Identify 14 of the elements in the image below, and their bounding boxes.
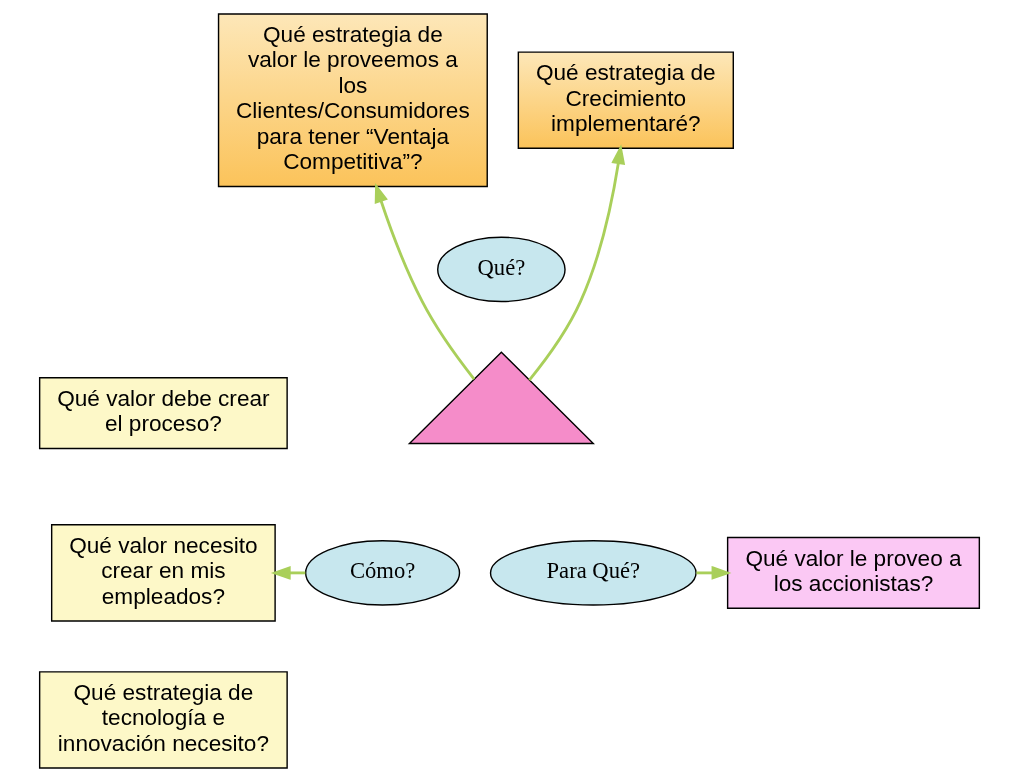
arrow [270, 565, 305, 580]
node-box: Qué valor debe crear el proceso? [38, 377, 288, 450]
node-ellipse: Qué? [436, 236, 566, 303]
node-box: Qué estrategia de Crecimiento implementaré? [517, 51, 734, 149]
node-ellipse: Cómo? [304, 540, 460, 606]
node-box: Qué estrategia de valor le proveemos a los Clientes/Consumidores para tener “Ventaja Competitiva”? [217, 13, 488, 188]
arrow [374, 182, 475, 380]
node-box: Qué valor le proveo a los accionistas? [726, 536, 980, 609]
arrow [527, 144, 625, 381]
node-box: Qué estrategia de tecnología e innovación necesito? [38, 671, 288, 769]
node-triangle [407, 351, 595, 445]
node-ellipse: Para Qué? [489, 540, 697, 606]
node-box: Qué valor necesito crear en mis empleados? [50, 524, 276, 622]
arrow [695, 565, 731, 580]
